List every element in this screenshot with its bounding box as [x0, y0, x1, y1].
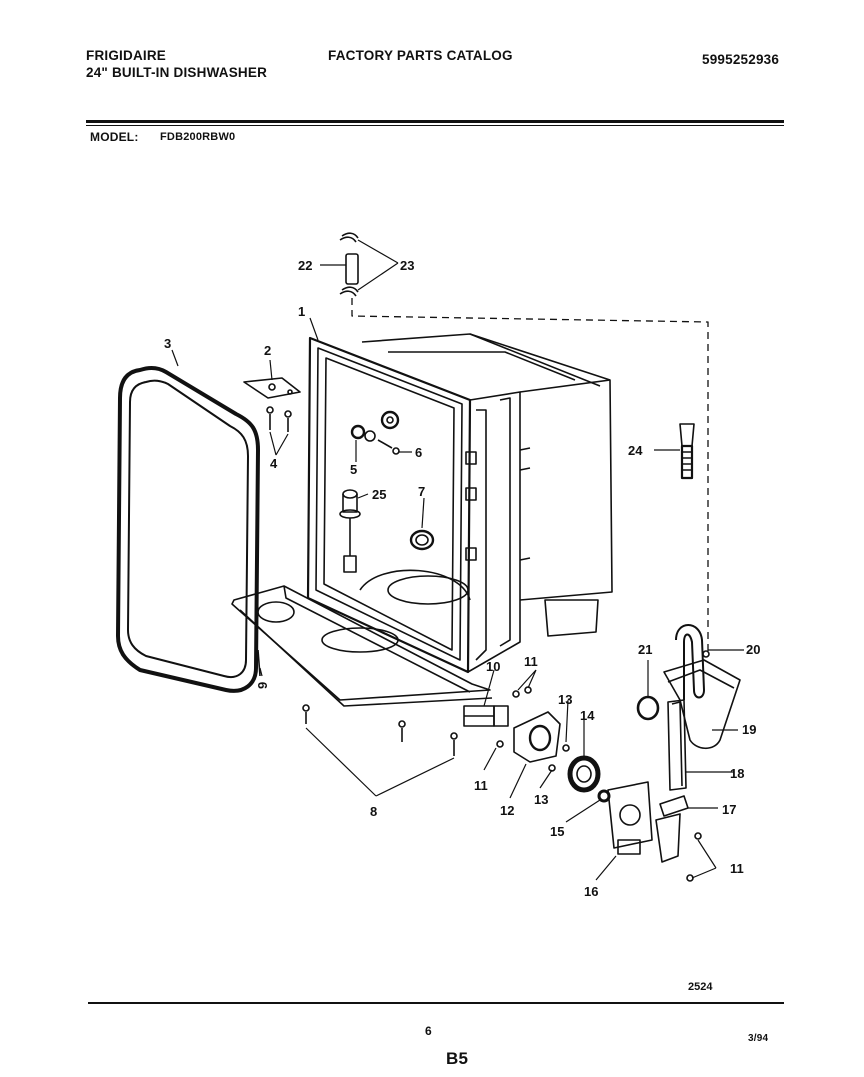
header-rule-top — [86, 120, 784, 123]
hose-path-dashed — [351, 298, 709, 652]
callout-8: 8 — [370, 804, 377, 819]
duct-bracket — [659, 795, 689, 817]
page-number: 6 — [425, 1024, 432, 1038]
base-frame — [231, 585, 493, 707]
footer-rule — [88, 1002, 784, 1004]
callout-17: 17 — [722, 802, 736, 817]
model-label: MODEL: — [90, 130, 139, 144]
callout-15: 15 — [550, 824, 564, 839]
callout-19: 19 — [742, 722, 756, 737]
door-gasket — [116, 366, 260, 693]
hinge-bracket — [243, 377, 301, 399]
blower-wheel — [567, 755, 611, 803]
inlet-fittings — [350, 410, 400, 455]
header-rule-bottom — [86, 125, 784, 126]
callout-11-top: 11 — [524, 654, 538, 669]
vent-duct — [667, 699, 687, 791]
tub-assembly — [306, 333, 613, 674]
hose-clip — [679, 423, 695, 480]
callout-21: 21 — [638, 642, 652, 657]
catalog-title: FACTORY PARTS CATALOG — [328, 48, 513, 63]
callout-6: 6 — [415, 445, 422, 460]
callout-7: 7 — [418, 484, 425, 499]
callout-4: 4 — [270, 456, 278, 471]
vent-assembly — [463, 705, 509, 727]
callout-5: 5 — [350, 462, 357, 477]
drawing-number: 2524 — [688, 981, 713, 993]
callout-24: 24 — [628, 443, 643, 458]
callout-10: 10 — [486, 659, 500, 674]
catalog-number: 5995252936 — [702, 52, 780, 67]
drain-grommet — [409, 529, 435, 551]
callout-23: 23 — [400, 258, 414, 273]
callout-2: 2 — [264, 343, 271, 358]
clamp-ring — [636, 695, 660, 721]
base-screws — [257, 649, 458, 756]
callout-13-bottom: 13 — [534, 792, 548, 807]
callout-11-right: 11 — [730, 861, 744, 876]
catalog-date: 3/94 — [748, 1033, 769, 1044]
inlet-hose — [339, 232, 359, 297]
callout-18: 18 — [730, 766, 744, 781]
callout-13-top: 13 — [558, 692, 572, 707]
motor-mount-plate — [607, 781, 681, 863]
callout-16: 16 — [584, 884, 598, 899]
callout-20: 20 — [746, 642, 760, 657]
callout-25: 25 — [372, 487, 386, 502]
callout-3: 3 — [164, 336, 171, 351]
hinge-screws — [266, 406, 292, 432]
brand-name: FRIGIDAIRE — [86, 48, 167, 63]
callout-22: 22 — [298, 258, 312, 273]
callout-12: 12 — [500, 803, 514, 818]
drain-hose — [663, 624, 741, 750]
callout-14: 14 — [580, 708, 595, 723]
leader-lines — [171, 239, 744, 881]
model-number: FDB200RBW0 — [160, 131, 236, 143]
callout-11-mid: 11 — [474, 778, 488, 793]
section-code: B5 — [446, 1049, 469, 1068]
callout-9: 9 — [255, 682, 270, 689]
float-switch — [339, 489, 361, 573]
product-name: 24" BUILT-IN DISHWASHER — [86, 65, 268, 80]
callout-1: 1 — [298, 304, 305, 319]
blower-housing — [513, 711, 561, 763]
